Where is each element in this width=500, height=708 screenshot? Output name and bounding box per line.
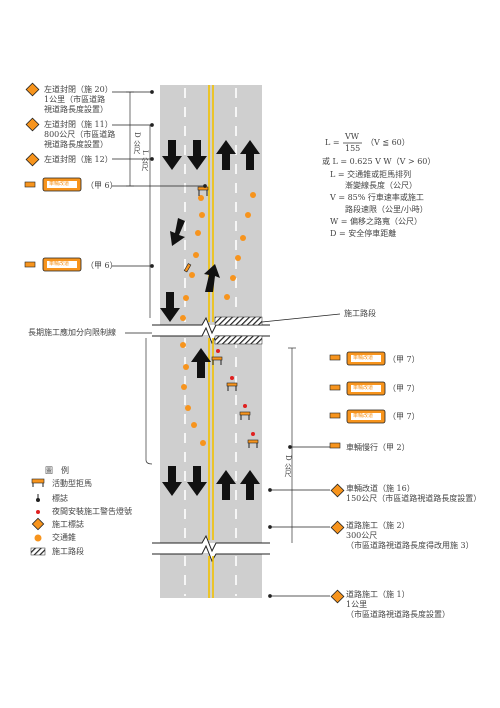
formula-def-4: 路段速限（公里/小時） — [345, 205, 428, 214]
formula-line-2: 或 L = 0.625 V W（V > 60） — [322, 157, 436, 166]
left-board-1-label: （甲 6） — [86, 181, 118, 190]
right-sign-icons — [330, 483, 345, 604]
legend-item-work-section: 施工路段 — [52, 547, 84, 556]
formula-l-prefix: L = — [325, 138, 340, 147]
right-board-3-text: 車輛改道 — [353, 413, 374, 419]
left-arrow-boards — [24, 177, 82, 272]
warning-lights — [216, 349, 255, 436]
right-arrow-boards — [329, 351, 386, 449]
road-barricades — [183, 186, 259, 448]
formula-condition: （V ≦ 60） — [366, 138, 410, 147]
right-board-1-label: （甲 7） — [388, 355, 420, 364]
dim-label-l-top: L 公尺 — [141, 150, 149, 171]
right-sign-3-line-1: 道路施工（施 1） — [346, 590, 410, 599]
legend-item-barricade: 活動型拒馬 — [52, 479, 92, 488]
left-board-2-label: （甲 6） — [86, 261, 118, 270]
right-sign-3-line-3: （市區道路視道路長度設置） — [346, 610, 450, 619]
formula-denominator: 155 — [345, 144, 361, 153]
left-board-1-text: 車輛改道 — [49, 181, 70, 187]
work-section-mid — [214, 335, 263, 345]
legend-title: 圖 例 — [45, 466, 69, 475]
right-sign-2-line-3: （市區道路視道路長度得改用施 3） — [346, 541, 474, 550]
right-sign-1-line-2: 150公尺（市區道路視道路長度設置） — [346, 494, 482, 503]
right-sign-2-line-1: 道路施工（施 2） — [346, 521, 410, 530]
traffic-cones — [180, 192, 256, 446]
legend-symbols — [30, 478, 46, 556]
left-sign-2-text: 左道封閉（施 11） 800公尺（市區道路 視道路長度設置） — [44, 120, 115, 150]
right-board-1-text: 車輛改道 — [353, 355, 374, 361]
right-sign-1-line-1: 車輛改道（施 16） — [346, 484, 415, 493]
right-sign-3-text: 道路施工（施 1） 1公里 （市區道路視道路長度設置） — [346, 590, 450, 620]
long-work-label: 長期施工應加分向限制線 — [28, 328, 116, 337]
left-sign-1-text: 左道封閉（施 20） 1公里（市區道路 視道路長度設置） — [44, 85, 113, 115]
road-segment-middle — [160, 335, 262, 543]
formula-numerator: VW — [345, 132, 359, 141]
formula-def-3: V = 85% 行車速率或施工 — [330, 193, 424, 202]
dim-label-d-bottom: D 公尺 — [284, 455, 292, 477]
right-board-3-label: （甲 7） — [388, 412, 420, 421]
legend-item-sign: 標誌 — [52, 494, 68, 503]
leader-lines — [112, 90, 341, 598]
legend-item-work-sign: 施工標誌 — [52, 520, 84, 529]
left-board-2-text: 車輛改道 — [49, 261, 70, 267]
right-sign-2-line-2: 300公尺 — [346, 531, 378, 540]
formula-def-1: L = 交通錐或拒馬排列 — [330, 170, 412, 179]
right-sign-3-line-2: 1公里 — [346, 600, 368, 609]
formula-def-2: 漸變線長度（公尺） — [345, 181, 417, 190]
formula-def-6: D = 安全停車距離 — [330, 229, 397, 238]
left-sign-3-text: 左道封閉（施 12） — [44, 155, 113, 165]
left-sign-2-line-1: 左道封閉（施 11） — [44, 120, 113, 129]
dim-label-d-top: D 公尺 — [133, 132, 141, 154]
vehicle-slow-label: 車輛慢行（甲 2） — [346, 443, 410, 452]
left-sign-icons — [25, 82, 40, 167]
legend-item-cone: 交通錐 — [52, 533, 76, 542]
work-section-label: 施工路段 — [344, 309, 376, 318]
left-sign-2-line-3: 視道路長度設置） — [44, 140, 108, 149]
road-break-bottom — [152, 534, 270, 563]
right-board-2-label: （甲 7） — [388, 384, 420, 393]
legend-item-warning-light: 夜間安裝施工警告燈號 — [52, 507, 132, 516]
dimension-lines — [126, 91, 296, 543]
road-segment-bottom — [160, 553, 262, 598]
left-sign-2-line-2: 800公尺（市區道路 — [44, 130, 116, 139]
left-sign-3-line-1: 左道封閉（施 12） — [44, 155, 113, 164]
right-board-2-text: 車輛改道 — [353, 385, 374, 391]
lane-markings — [184, 88, 237, 596]
left-sign-1-line-3: 視道路長度設置） — [44, 105, 108, 114]
left-sign-1-line-1: 左道封閉（施 20） — [44, 85, 113, 94]
formula-def-5: W = 偏移之路寬（公尺） — [330, 217, 423, 226]
work-section-top — [214, 316, 263, 326]
traffic-arrows — [160, 140, 260, 500]
right-sign-1-text: 車輛改道（施 16） 150公尺（市區道路視道路長度設置） — [346, 484, 481, 504]
right-sign-2-text: 道路施工（施 2） 300公尺 （市區道路視道路長度得改用施 3） — [346, 521, 474, 551]
left-sign-1-line-2: 1公里（市區道路 — [44, 95, 106, 104]
